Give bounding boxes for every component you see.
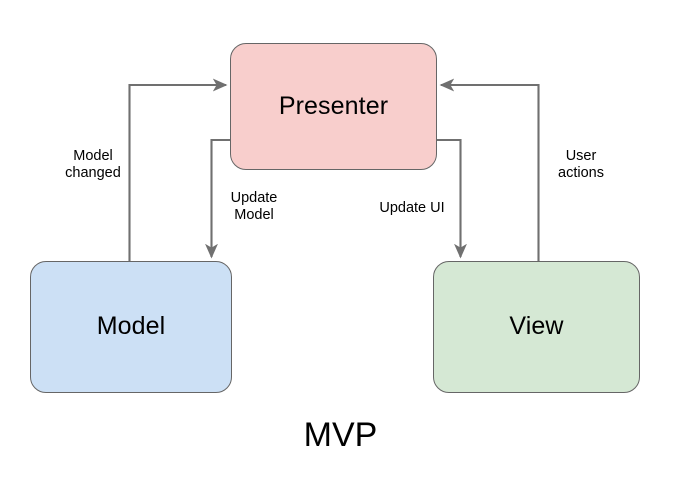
node-view-label: View: [509, 312, 564, 341]
edge-update-ui: [437, 138, 467, 259]
node-model[interactable]: Model: [30, 261, 232, 393]
edge-label-update-model: Update Model: [230, 190, 278, 223]
edge-label-update-ui: Update UI: [379, 200, 445, 216]
node-model-label: Model: [96, 312, 166, 341]
edge-label-user-actions: User actions: [558, 148, 604, 181]
node-presenter[interactable]: Presenter: [230, 43, 437, 170]
edge-model-changed: [128, 78, 228, 261]
diagram-title: MVP: [303, 416, 378, 454]
edge-user-actions: [439, 78, 540, 261]
node-presenter-label: Presenter: [278, 91, 389, 120]
edge-label-model-changed: Model changed: [65, 148, 121, 181]
edge-update-model: [205, 138, 230, 259]
node-view[interactable]: View: [433, 261, 640, 393]
